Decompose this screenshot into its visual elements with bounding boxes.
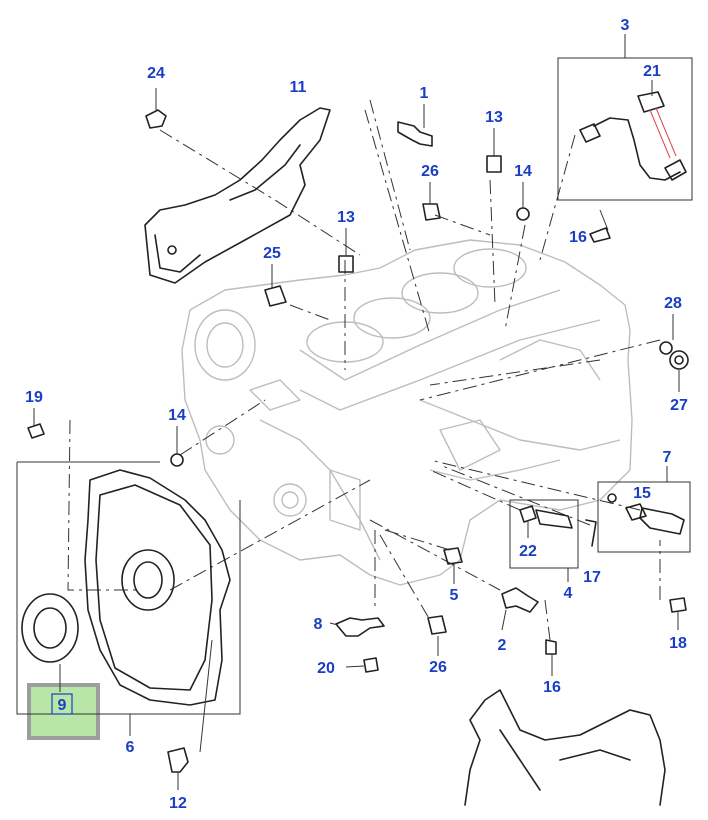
- callout-13-upper[interactable]: 13: [485, 109, 503, 126]
- part-14-seal-lower[interactable]: [170, 426, 184, 467]
- callout-5[interactable]: 5: [450, 587, 459, 604]
- callout-11[interactable]: 11: [290, 79, 307, 96]
- part-8-bracket[interactable]: [329, 617, 385, 637]
- part-7-sensor-assembly[interactable]: [597, 466, 691, 553]
- callout-16-lower[interactable]: 16: [543, 679, 561, 696]
- part-27-cap[interactable]: [669, 350, 689, 392]
- reference-lines: [67, 99, 661, 641]
- callout-14-upper[interactable]: 14: [514, 163, 532, 180]
- part-11-gasket[interactable]: [144, 107, 331, 284]
- callout-26-lower[interactable]: 26: [429, 659, 447, 676]
- callout-8[interactable]: 8: [314, 616, 323, 633]
- callout-21[interactable]: 21: [643, 63, 661, 80]
- callout-27[interactable]: 27: [670, 397, 688, 414]
- part-13-plug-lower[interactable]: [338, 228, 354, 273]
- callout-24[interactable]: 24: [147, 65, 165, 82]
- callout-22[interactable]: 22: [519, 543, 537, 560]
- part-24-bolt[interactable]: [145, 88, 167, 129]
- part-14-seal-upper[interactable]: [516, 182, 530, 221]
- callout-13-lower[interactable]: 13: [337, 209, 355, 226]
- callout-26-upper[interactable]: 26: [421, 163, 439, 180]
- callout-6[interactable]: 6: [126, 739, 135, 756]
- part-26-fitting-upper[interactable]: [422, 182, 441, 221]
- callout-17[interactable]: 17: [583, 569, 601, 586]
- callout-12[interactable]: 12: [169, 795, 187, 812]
- selected-callout-highlight[interactable]: [27, 683, 100, 740]
- callout-9-box: [51, 693, 73, 715]
- callout-1[interactable]: 1: [420, 85, 429, 102]
- callout-14-lower[interactable]: 14: [168, 407, 186, 424]
- engine-block: [181, 239, 633, 586]
- part-13-plug-upper[interactable]: [486, 128, 502, 173]
- part-2-sensor[interactable]: [501, 587, 557, 676]
- part-28-ring[interactable]: [659, 314, 674, 355]
- part-12-bolt[interactable]: [167, 639, 213, 790]
- callout-20[interactable]: 20: [317, 660, 335, 677]
- part-25-fitting[interactable]: [264, 264, 287, 307]
- callout-28[interactable]: 28: [664, 295, 682, 312]
- callout-3[interactable]: 3: [621, 17, 630, 34]
- callout-4[interactable]: 4: [564, 585, 573, 602]
- callout-labels: 1 2 3 4 5 6 7 8 9 11 12 13 13 14 14 15 1…: [25, 17, 688, 812]
- timing-cover[interactable]: [84, 469, 231, 706]
- callout-18[interactable]: 18: [669, 635, 687, 652]
- part-3-sensor-assembly[interactable]: [557, 34, 693, 243]
- lower-gasket-partial: [464, 689, 666, 806]
- part-5-plug[interactable]: [443, 547, 463, 584]
- callout-15[interactable]: 15: [633, 485, 651, 502]
- callout-2[interactable]: 2: [498, 637, 507, 654]
- callout-19[interactable]: 19: [25, 389, 43, 406]
- callout-25[interactable]: 25: [263, 245, 281, 262]
- callout-7[interactable]: 7: [663, 449, 672, 466]
- part-4-sensor-assembly[interactable]: [509, 499, 597, 582]
- callout-16-upper[interactable]: 16: [569, 229, 587, 246]
- part-1-sensor[interactable]: [397, 104, 433, 147]
- part-9-oil-seal: [21, 593, 79, 663]
- part-18-bolt[interactable]: [669, 597, 687, 630]
- part-20-bolt[interactable]: [345, 657, 379, 673]
- part-6-timing-cover-assembly[interactable]: [16, 461, 241, 736]
- part-26-fitting-lower[interactable]: [427, 615, 447, 656]
- callout-9[interactable]: 9: [58, 697, 67, 714]
- part-19-bolt[interactable]: [27, 408, 45, 439]
